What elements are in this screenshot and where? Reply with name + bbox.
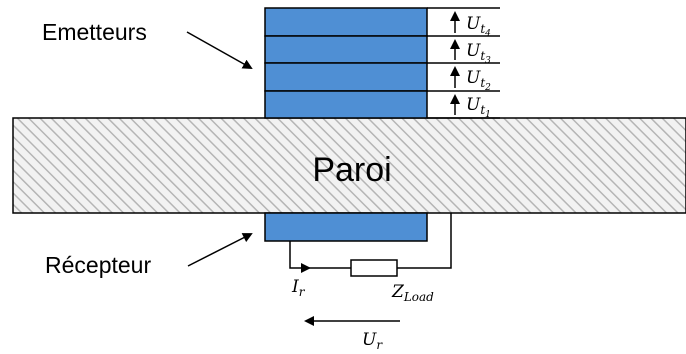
voltage-label-2: Ut2 xyxy=(466,68,491,93)
receiver xyxy=(264,212,428,242)
voltage-label-4: Ut4 xyxy=(466,14,491,39)
receiver-pointer xyxy=(187,233,253,267)
emitter-3 xyxy=(264,35,428,64)
voltage-label-1: Ut1 xyxy=(466,95,491,120)
receiver-label: Récepteur xyxy=(45,252,151,278)
voltage-label-3: Ut3 xyxy=(466,41,491,66)
emitters-pointer xyxy=(186,31,253,69)
emitter-2 xyxy=(264,62,428,92)
load-impedance xyxy=(350,259,398,277)
wall xyxy=(12,117,686,214)
emitters-label: Emetteurs xyxy=(42,19,147,45)
current-label: Ir xyxy=(291,277,306,299)
voltage-reference-lines xyxy=(427,7,500,119)
impedance-label: ZLoad xyxy=(391,282,434,304)
load-circuit xyxy=(289,213,452,277)
emitter-1 xyxy=(264,90,428,119)
emitter-4 xyxy=(264,7,428,37)
receiver-voltage-label: Ur xyxy=(362,330,383,352)
emitter-stack xyxy=(264,7,428,119)
wall-label: Paroi xyxy=(312,151,391,189)
